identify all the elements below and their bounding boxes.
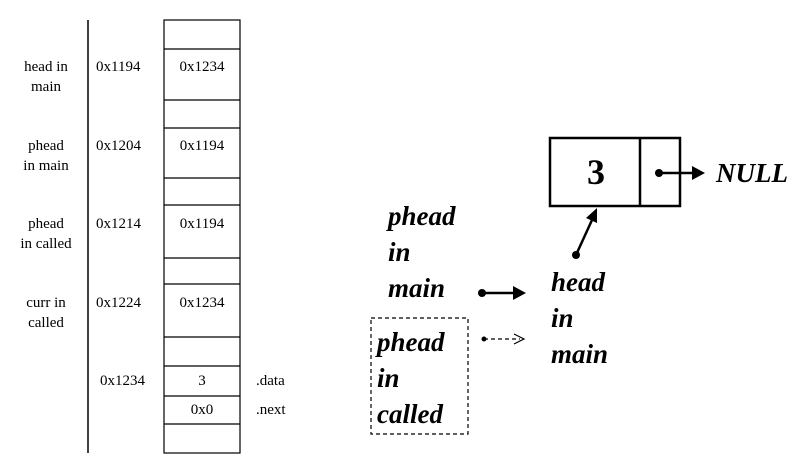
phead-called-arrowhead [513,333,526,345]
cell-value-node-data: 3 [198,373,206,389]
list-node-value: 3 [587,152,605,192]
phead-called-frame [370,317,469,435]
field-next-label: .next [256,402,286,418]
next-pointer-arrowhead [692,166,705,180]
address-node: 0x1234 [100,373,145,389]
cell-value-head-in-main: 0x1234 [179,59,225,75]
null-label: NULL [716,158,788,188]
cell-value-curr-in-called: 0x1234 [179,295,225,311]
head-pointer-line [574,219,594,256]
head-pointer-arrowhead [586,208,597,223]
cell-value-phead-in-called: 0x1194 [179,216,225,232]
phead-main-arrowhead [513,286,526,300]
row-label-head-in-main: head in main [24,59,68,95]
memory-column [163,19,241,454]
phead-in-called-label: phead in called [377,327,445,429]
address-phead-in-called: 0x1214 [96,216,141,232]
cell-value-node-next: 0x0 [190,402,214,418]
row-label-curr-in-called: curr in called [26,295,66,331]
head-in-main-label: head in main [551,267,609,369]
cell-value-phead-in-main: 0x1194 [179,138,225,154]
address-head-in-main: 0x1194 [96,59,141,75]
field-data-label: .data [256,373,285,389]
address-curr-in-called: 0x1224 [96,295,141,311]
row-label-phead-in-called: phead in called [20,216,72,252]
row-label-phead-in-main: phead in main [23,138,69,174]
phead-in-main-label: phead in main [388,201,456,303]
address-phead-in-main: 0x1204 [96,138,141,154]
